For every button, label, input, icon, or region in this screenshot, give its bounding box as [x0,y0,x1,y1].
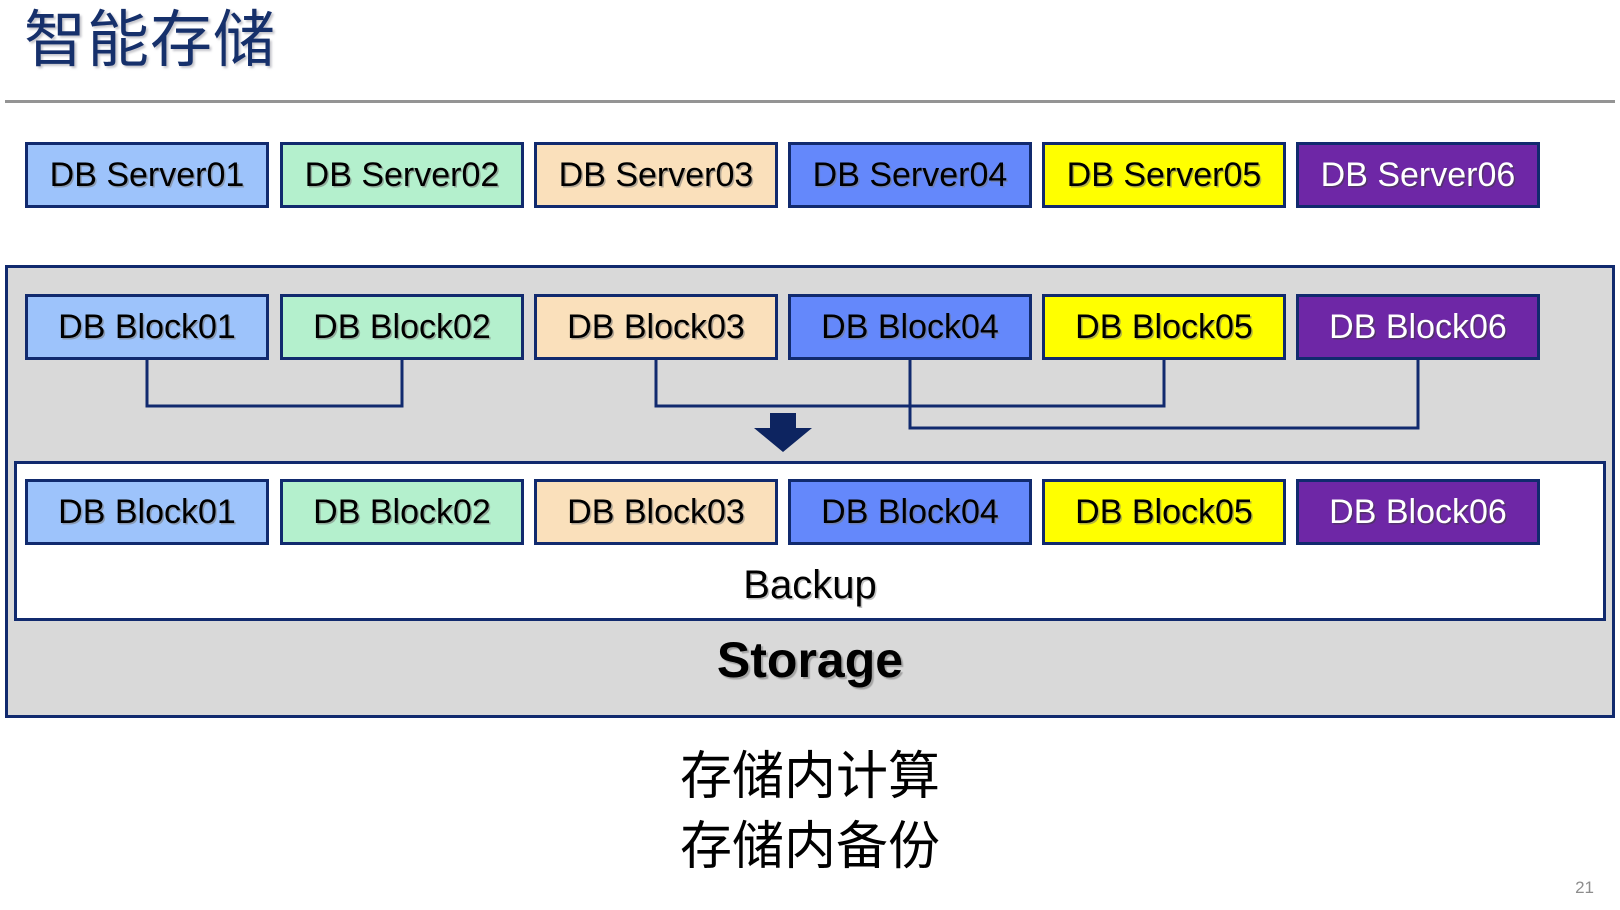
db-server-box-label: DB Server01 [49,156,245,194]
caption-block: 存储内计算存储内备份 [0,742,1620,882]
db-block-backup-label: DB Block04 [821,493,999,531]
page-title: 智能存储 [24,6,277,75]
db-block-backup-label: DB Block05 [1075,493,1253,531]
db-block-top-2[interactable]: DB Block02 [280,294,524,360]
db-server-box-label: DB Server02 [304,156,500,194]
db-block-top-1[interactable]: DB Block01 [25,294,269,360]
title-divider [5,100,1615,103]
db-server-box-label: DB Server04 [812,156,1008,194]
db-server-box-label: DB Server03 [558,156,754,194]
db-block-top-6[interactable]: DB Block06 [1296,294,1540,360]
db-block-top-label: DB Block02 [313,308,491,346]
db-server-box-5[interactable]: DB Server05 [1042,142,1286,208]
backup-label: Backup [743,563,877,607]
db-server-box-3[interactable]: DB Server03 [534,142,778,208]
db-server-box-2[interactable]: DB Server02 [280,142,524,208]
db-block-backup-label: DB Block01 [58,493,236,531]
db-block-top-3[interactable]: DB Block03 [534,294,778,360]
db-block-top-5[interactable]: DB Block05 [1042,294,1286,360]
db-block-top-label: DB Block06 [1329,308,1507,346]
db-block-top-label: DB Block03 [567,308,745,346]
db-block-backup-label: DB Block03 [567,493,745,531]
page-number: 21 [1575,878,1594,897]
db-server-box-1[interactable]: DB Server01 [25,142,269,208]
db-server-box-6[interactable]: DB Server06 [1296,142,1540,208]
db-block-top-label: DB Block01 [58,308,236,346]
db-server-box-label: DB Server05 [1066,156,1262,194]
db-block-backup-6[interactable]: DB Block06 [1296,479,1540,545]
db-block-backup-1[interactable]: DB Block01 [25,479,269,545]
db-server-box-label: DB Server06 [1320,156,1516,194]
db-block-backup-label: DB Block02 [313,493,491,531]
db-block-top-label: DB Block05 [1075,308,1253,346]
db-block-backup-label: DB Block06 [1329,493,1507,531]
db-block-backup-4[interactable]: DB Block04 [788,479,1032,545]
db-server-box-4[interactable]: DB Server04 [788,142,1032,208]
db-block-top-label: DB Block04 [821,308,999,346]
db-block-backup-2[interactable]: DB Block02 [280,479,524,545]
caption-line-2: 存储内备份 [679,818,940,877]
db-block-top-4[interactable]: DB Block04 [788,294,1032,360]
db-block-backup-3[interactable]: DB Block03 [534,479,778,545]
caption-line-1: 存储内计算 [679,748,940,806]
storage-label: Storage [716,632,904,688]
db-block-backup-5[interactable]: DB Block05 [1042,479,1286,545]
